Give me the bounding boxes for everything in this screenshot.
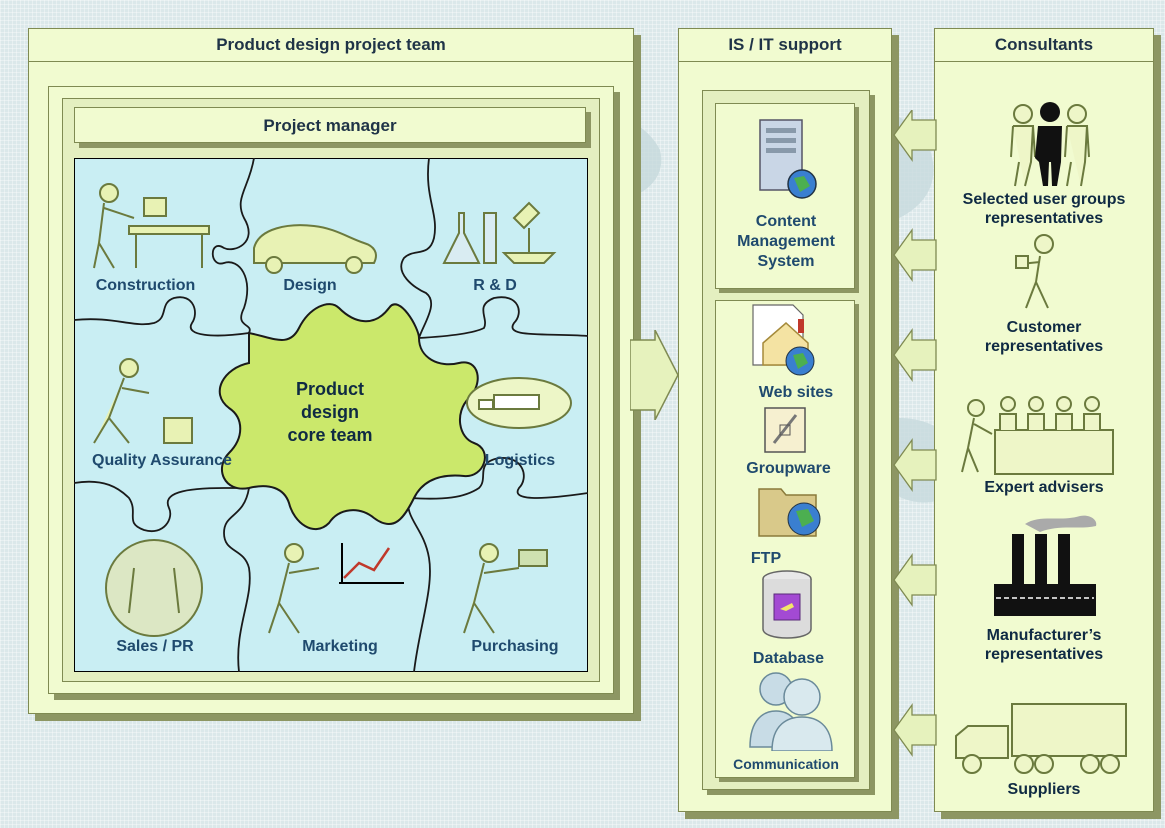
user-groups-line-2: representatives bbox=[984, 210, 1104, 227]
purchasing-icon bbox=[463, 543, 548, 634]
marketing-label: Marketing bbox=[302, 638, 378, 655]
core-team-line-2: design bbox=[300, 402, 359, 422]
construction-icon bbox=[93, 183, 210, 269]
marketing-icon bbox=[268, 543, 404, 634]
construction-label: Construction bbox=[95, 277, 196, 294]
customer-label: Customer representatives bbox=[938, 318, 1150, 356]
supplier-truck-icon bbox=[955, 703, 1127, 774]
expert-advisers-label: Expert advisers bbox=[984, 479, 1104, 496]
design-label: Design bbox=[283, 277, 337, 294]
database-icon bbox=[762, 570, 812, 639]
user-groups-label: Selected user groups representatives bbox=[938, 190, 1150, 228]
cms-line-3: System bbox=[757, 253, 815, 270]
project-manager-band: Project manager bbox=[74, 107, 586, 143]
core-team-label: Product design core team bbox=[260, 378, 400, 447]
cms-box: Content Management System bbox=[715, 103, 855, 289]
consultants-title: Consultants bbox=[935, 29, 1153, 62]
server-icon bbox=[759, 119, 817, 199]
suppliers-label: Suppliers bbox=[1007, 781, 1081, 798]
car-icon bbox=[253, 224, 377, 274]
consultant-arrows bbox=[893, 110, 937, 758]
communication-icon bbox=[749, 672, 833, 751]
core-team-line-1: Product bbox=[295, 379, 364, 399]
user-groups-icon bbox=[1010, 102, 1090, 187]
websites-icon bbox=[752, 304, 815, 376]
laboratory-icon bbox=[442, 201, 557, 264]
manufacturer-label: Manufacturer’s representatives bbox=[938, 626, 1150, 664]
quality-assurance-icon bbox=[93, 358, 193, 444]
purchasing-label: Purchasing bbox=[471, 638, 559, 655]
truck-icon bbox=[466, 377, 572, 429]
manufacturer-line-2: representatives bbox=[984, 646, 1104, 663]
puzzle-diagram bbox=[74, 158, 588, 672]
customer-line-2: representatives bbox=[984, 338, 1104, 355]
customer-icon bbox=[1015, 234, 1054, 309]
communication-label: Communication bbox=[733, 756, 839, 772]
groupware-icon bbox=[764, 407, 806, 453]
groupware-label: Groupware bbox=[746, 460, 831, 477]
sales-pr-label: Sales / PR bbox=[116, 638, 194, 655]
logistics-label: Logistics bbox=[484, 452, 556, 469]
database-label: Database bbox=[752, 650, 825, 667]
websites-label: Web sites bbox=[758, 384, 834, 401]
project-team-title: Product design project team bbox=[29, 29, 633, 62]
tools-box: Web sites Groupware FTP Database Communi… bbox=[715, 300, 855, 778]
ftp-label: FTP bbox=[750, 550, 782, 567]
it-support-title: IS / IT support bbox=[679, 29, 891, 62]
cms-line-1: Content bbox=[755, 213, 817, 230]
quality-assurance-label: Quality Assurance bbox=[92, 452, 232, 469]
globe-icon bbox=[105, 539, 203, 637]
customer-line-1: Customer bbox=[1006, 319, 1082, 336]
user-groups-line-1: Selected user groups bbox=[962, 191, 1126, 208]
core-team-line-3: core team bbox=[287, 425, 373, 445]
manufacturer-line-1: Manufacturer’s bbox=[986, 627, 1102, 644]
cms-label: Content Management System bbox=[716, 212, 856, 272]
cms-line-2: Management bbox=[737, 233, 835, 250]
core-team-piece bbox=[218, 303, 486, 530]
ftp-icon bbox=[758, 488, 821, 537]
project-manager-label: Project manager bbox=[263, 116, 397, 135]
team-to-it-arrow bbox=[630, 330, 679, 420]
factory-icon bbox=[994, 515, 1097, 616]
rnd-label: R & D bbox=[473, 277, 517, 294]
expert-advisers-icon bbox=[961, 396, 1114, 475]
